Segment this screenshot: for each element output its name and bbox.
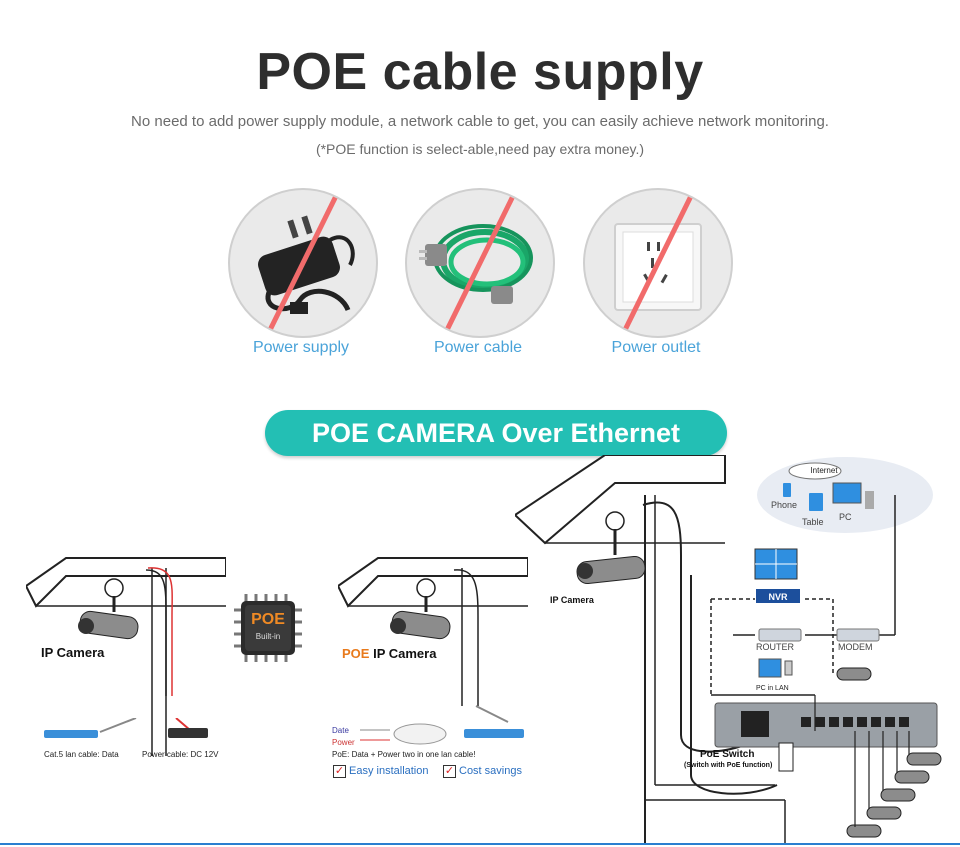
network-diagram [513,454,960,843]
note: (*POE function is select-able,need pay e… [315,141,645,157]
poe-cable-drawing [360,722,530,746]
data-cable-label: Cat.5 lan cable: Data [44,750,119,759]
network-camera-label: IP Camera [550,595,594,605]
poe-switch-note: (Switch with PoE function) [684,762,773,769]
power-cable-caption: Power cable [433,339,523,356]
poe-note: PoE: Data + Power two in one lan cable! [332,750,476,759]
power-adapter-icon [228,188,378,338]
modem-label: MODEM [838,642,873,652]
chip-builtin-text: Built-in [255,632,281,641]
pc-label: PC [839,512,852,522]
poe-camera-suffix: IP Camera [369,646,437,661]
chip-poe-text: POE [251,611,285,628]
subtitle: No need to add power supply module, a ne… [131,113,829,130]
page-title: POE cable supply [256,43,704,101]
cable-connectors [40,717,220,744]
router-label: ROUTER [756,642,794,652]
poe-chip-icon [232,592,304,664]
power-outlet-icon [583,188,733,338]
poe-prefix: POE [342,646,370,661]
nvr-label: NVR [768,592,788,602]
poe-switch-label: PoE Switch [700,749,755,760]
poe-camera-diagram [336,556,529,726]
checkbox-checked-icon: ✓ [443,765,456,778]
checkbox-checked-icon: ✓ [333,765,346,778]
date-label: Date [332,726,349,735]
benefit2-text: Cost savings [459,765,522,777]
poe-camera-banner: POE CAMERA Over Ethernet [265,410,727,456]
poe-camera-label: POE IP Camera [342,646,436,661]
bottom-rule [0,843,960,845]
power-cable-icon [405,188,555,338]
power-outlet-caption: Power outlet [611,339,701,356]
internet-label: Internet [810,466,838,475]
benefit-cost-savings: ✓Cost savings [443,765,522,778]
benefit1-text: Easy installation [349,765,429,777]
left-camera-label: IP Camera [41,645,105,660]
pc-lan-label: PC in LAN [756,685,789,692]
power-label: Power [332,738,355,747]
table-label: Table [802,517,824,527]
power-cable-label: Power cable: DC 12V [142,750,219,759]
standard-camera-diagram [24,556,227,756]
phone-label: Phone [771,500,798,510]
power-supply-caption: Power supply [252,339,350,356]
benefit-easy-installation: ✓Easy installation [333,765,429,778]
